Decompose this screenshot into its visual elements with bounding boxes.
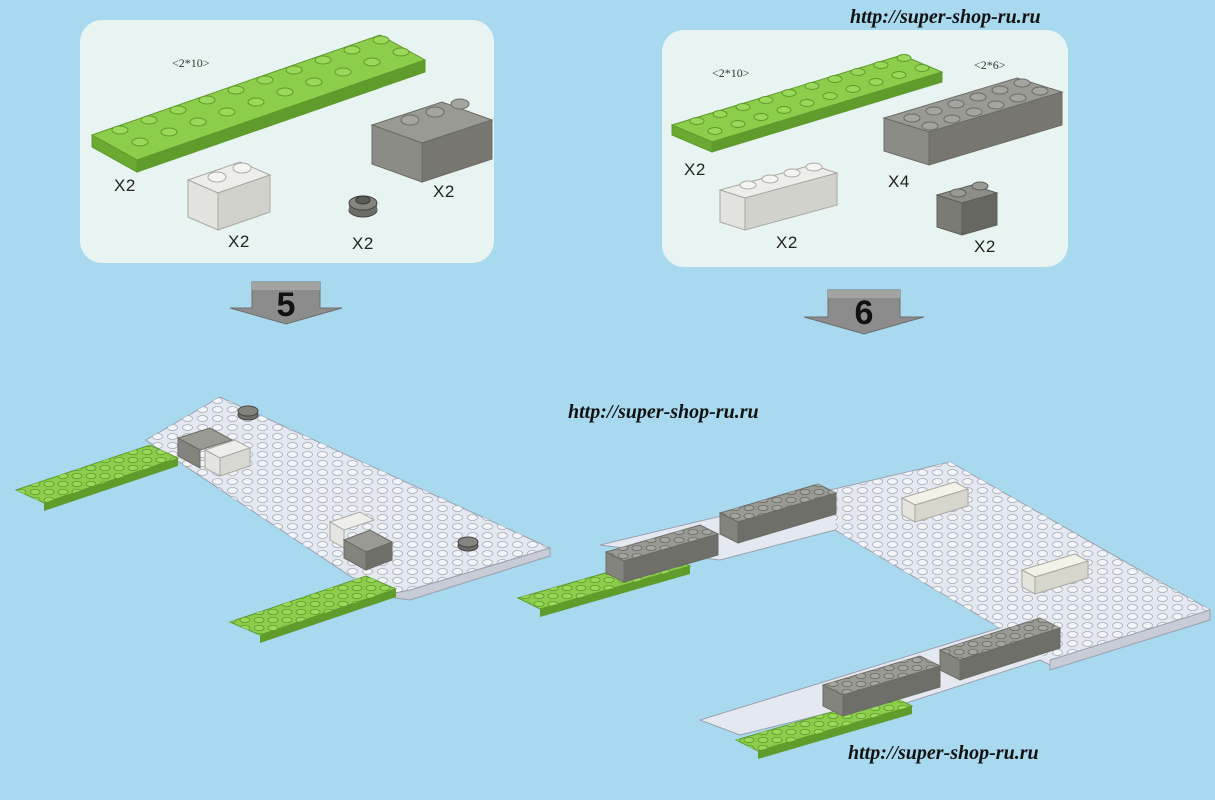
round-stud-piece (348, 195, 378, 218)
round-stud-quantity: X2 (352, 234, 374, 253)
step5-gray-brick-b (342, 529, 394, 571)
green-plate-quantity: X2 (684, 160, 706, 179)
down-arrow-icon (803, 289, 925, 335)
green-plate-2x10 (670, 54, 944, 153)
step5-parts-panel: <2*10> X2 X2 X2 X2 (80, 20, 494, 263)
watermark-bottom: http://super-shop-ru.ru (848, 742, 1039, 764)
white-brick-quantity: X2 (776, 233, 798, 252)
gray-brick-quantity: X4 (888, 172, 910, 191)
step5-number: 5 (276, 286, 296, 324)
gray-brick-2x6 (882, 77, 1064, 166)
green-plate-2x10 (90, 34, 427, 173)
step5-round-stud-a (237, 405, 259, 421)
gray-brick (370, 98, 494, 183)
step6-white-brick-1 (900, 481, 970, 523)
step6-gray-brick-4 (821, 655, 942, 717)
step6-parts-panel: <2*10> <2*6> X2 X4 X2 X2 (662, 30, 1068, 267)
white-brick (718, 162, 839, 231)
gray-brick-dimension: <2*6> (974, 58, 1006, 72)
step6-white-brick-2 (1020, 553, 1090, 595)
step5-white-brick-a (203, 439, 252, 477)
green-plate-dimension: <2*10> (172, 56, 210, 70)
small-gray-brick (935, 181, 999, 236)
step5-green-plate-top (14, 444, 180, 511)
gray-brick-quantity: X2 (433, 182, 455, 201)
green-plate-quantity: X2 (114, 176, 136, 195)
watermark-top-right: http://super-shop-ru.ru (850, 6, 1041, 28)
step6-gray-brick-3 (938, 617, 1062, 681)
step5-green-plate-bottom (228, 575, 398, 643)
small-gray-brick-quantity: X2 (974, 237, 996, 256)
step6-parts-drawing (670, 54, 1064, 236)
white-brick (186, 161, 272, 231)
step5-parts-drawing (90, 34, 494, 231)
white-brick-quantity: X2 (228, 232, 250, 251)
step5-round-stud-b (457, 536, 479, 552)
step6-arrow: 6 (802, 288, 926, 336)
step6-gray-brick-1 (604, 524, 720, 583)
watermark-middle: http://super-shop-ru.ru (568, 401, 759, 423)
step5-arrow: 5 (228, 280, 344, 326)
step5-white-brick-b (328, 511, 376, 549)
step6-gray-brick-2 (718, 483, 838, 544)
down-arrow-icon (229, 281, 343, 325)
green-plate-dimension: <2*10> (712, 66, 750, 80)
step6-number: 6 (854, 294, 874, 332)
step5-gray-brick-a (176, 427, 234, 469)
